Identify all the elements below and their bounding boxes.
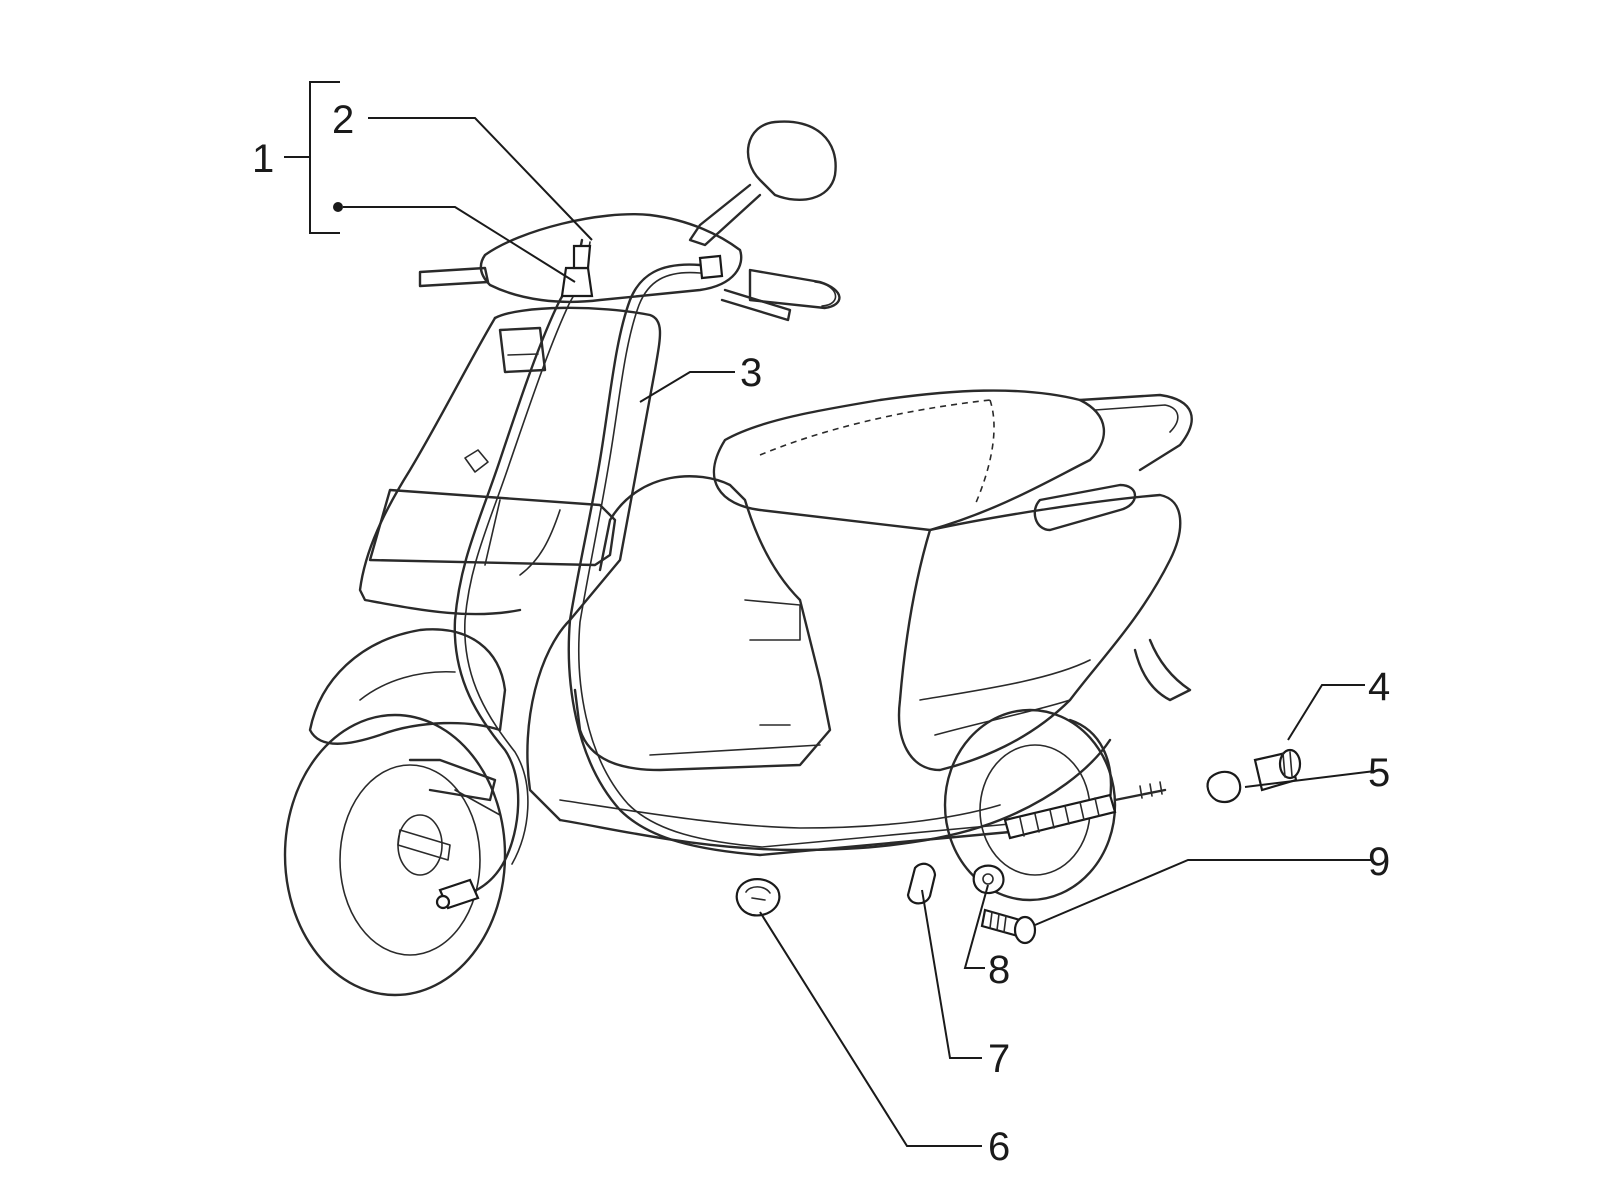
leader-lines [284,81,1376,1147]
part-9-screw [980,908,1037,945]
callout-7: 7 [988,1037,1010,1081]
callout-4: 4 [1368,665,1390,709]
brake-cable [567,254,1167,857]
part-5-bushing [1206,770,1242,804]
callout-labels: 1 2 3 4 5 6 7 8 9 [252,98,1390,1169]
callout-3: 3 [740,351,762,395]
speedometer-cable [435,238,594,910]
callout-5: 5 [1368,751,1390,795]
part-8-grommet [972,864,1005,895]
callout-2: 2 [332,98,354,142]
part-6-clip [735,878,781,917]
callout-8: 8 [988,948,1010,992]
part-7-cable-guide [906,862,937,905]
callout-1: 1 [252,137,274,181]
callout-6: 6 [988,1125,1010,1169]
part-4-adjuster-nut [1253,748,1302,792]
callout-9: 9 [1368,840,1390,884]
scooter-body [283,120,1193,997]
